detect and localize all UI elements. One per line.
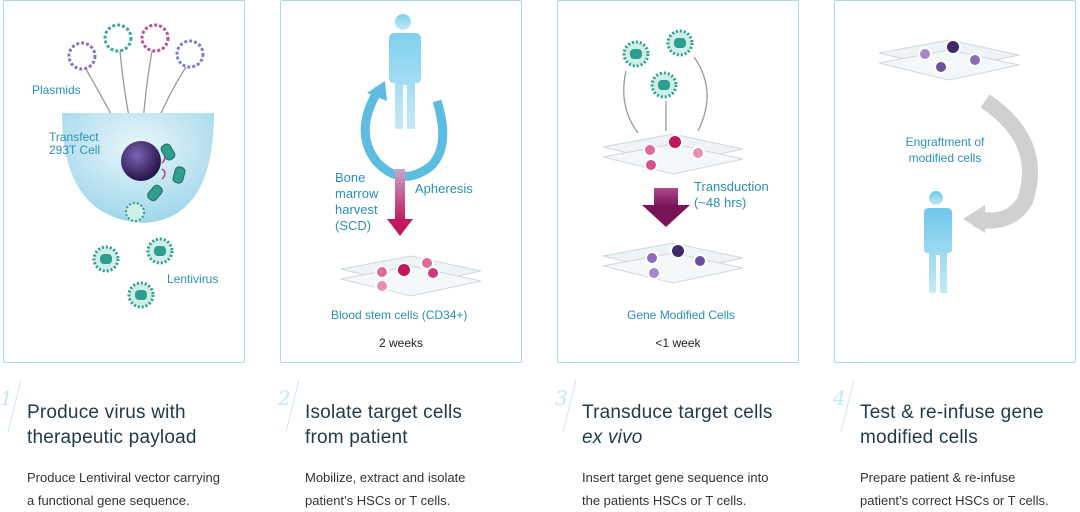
- lentivirus-label: Lentivirus: [167, 272, 219, 286]
- step-number: 1: [0, 386, 13, 410]
- transduction-arrow: [642, 205, 690, 227]
- transfect-label: Transfect: [49, 130, 99, 144]
- panel-transduce-cells: Transduction (~48 hrs) Gene Modified Cel…: [557, 0, 799, 363]
- transduction-hours-label: (~48 hrs): [694, 195, 747, 210]
- target-cells-icon: [602, 133, 744, 175]
- bone-marrow-label-2: marrow: [335, 186, 379, 201]
- transduction-label: Transduction: [694, 179, 769, 194]
- step-number: 2: [278, 386, 291, 410]
- panel-produce-virus: Plasmids Transfect 293T Cell Lentivirus: [3, 0, 245, 363]
- reinfusion-illustration: [878, 39, 1038, 293]
- engraftment-label-2: modified cells: [908, 151, 982, 165]
- modified-cells-icon: [878, 39, 1020, 81]
- bone-marrow-label-4: (SCD): [335, 218, 372, 233]
- step-number: 4: [833, 386, 846, 410]
- cell-isolation-illustration: [340, 14, 482, 297]
- duration-label: 2 weeks: [378, 336, 424, 350]
- human-figure-icon: [924, 191, 952, 293]
- transduction-illustration: [602, 29, 744, 284]
- circulation-arrow: [360, 86, 448, 181]
- blood-stem-cells-icon: [340, 255, 482, 297]
- blood-stem-cells-label: Blood stem cells (CD34+): [331, 308, 468, 322]
- plasmid-icon: [67, 23, 205, 71]
- virus-production-illustration: [62, 23, 214, 309]
- apheresis-arrow: [387, 219, 413, 236]
- lentivirus-icon: [622, 29, 694, 99]
- human-figure-icon: [389, 14, 421, 129]
- virus-capsule-icon: [147, 143, 186, 202]
- gene-modified-cells-label: Gene Modified Cells: [627, 308, 736, 322]
- engraftment-label-1: Engraftment of: [905, 135, 985, 149]
- panel-isolate-cells: Bone marrow harvest (SCD) Apheresis Bloo…: [280, 0, 522, 363]
- engraftment-arrow: [973, 94, 1038, 229]
- apheresis-label: Apheresis: [415, 181, 473, 196]
- duration-label: <1 week: [655, 336, 701, 350]
- lentivirus-icon: [92, 202, 174, 309]
- bone-marrow-label-1: Bone: [335, 170, 366, 185]
- nucleus-icon: [121, 141, 161, 181]
- bone-marrow-label-3: harvest: [335, 202, 378, 217]
- cell-label: 293T Cell: [49, 143, 101, 157]
- panel-reinfuse: Engraftment of modified cells: [834, 0, 1076, 363]
- plasmids-label: Plasmids: [32, 83, 81, 97]
- gene-modified-cells-icon: [602, 242, 744, 284]
- step-number: 3: [555, 386, 568, 410]
